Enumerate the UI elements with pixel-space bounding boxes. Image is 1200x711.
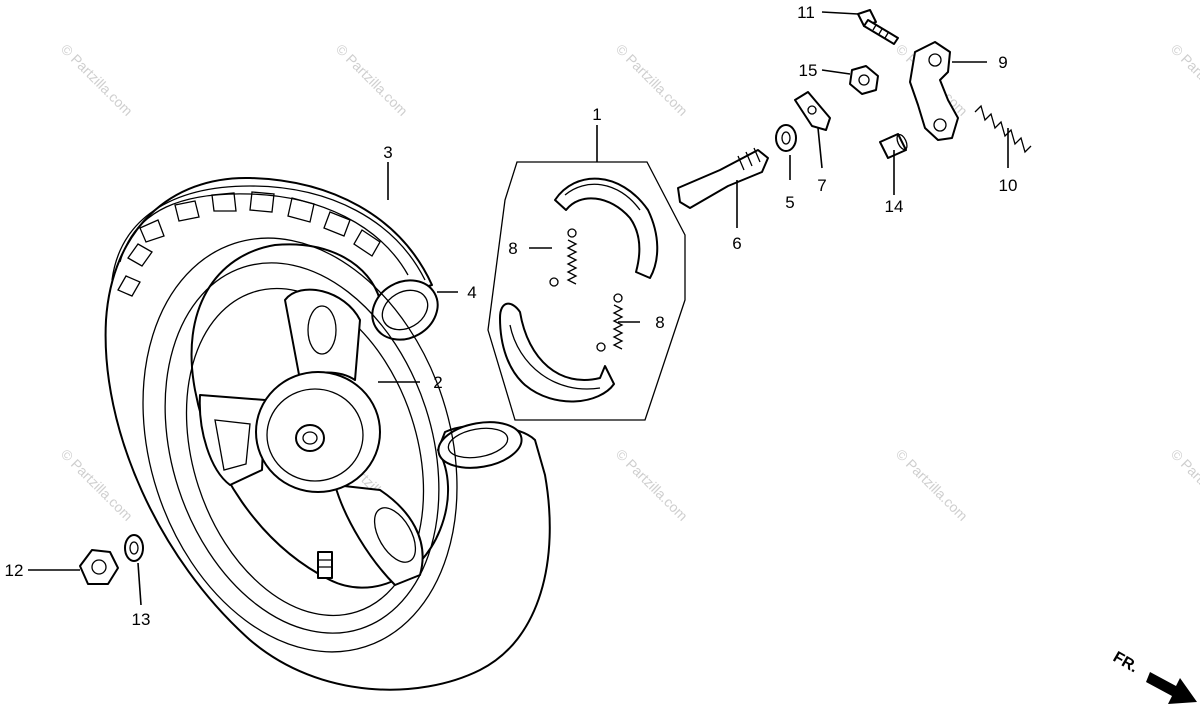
brake-shoe-set	[487, 161, 686, 421]
brake-shoe-upper	[554, 177, 659, 279]
part-label-15[interactable]: 15	[799, 61, 818, 80]
wheel-spoke	[334, 484, 424, 586]
watermark-text: © Partzilla.com	[613, 446, 691, 524]
brake-shoe-spring	[549, 228, 578, 287]
indicator-hole	[807, 105, 817, 115]
axle-bore-inner	[302, 431, 318, 445]
watermark-text: © Partzilla.com	[1168, 41, 1200, 119]
part-label-6[interactable]: 6	[732, 234, 741, 253]
joint-pin	[879, 133, 907, 159]
brake-cam-hardware	[677, 9, 1032, 209]
valve-stem	[317, 551, 333, 579]
brake-arm-bolt-hole	[928, 53, 942, 67]
axle-nut	[79, 549, 119, 585]
brake-shoe-spring	[596, 293, 624, 352]
part-labels: 1 2 3 4 5 6 7 8 8 9 10 11 12 13 14 15	[5, 3, 1018, 629]
wheel-spoke	[198, 394, 266, 486]
front-direction-label: FR.	[1110, 649, 1141, 677]
part-label-11[interactable]: 11	[797, 3, 815, 22]
leader-lines	[28, 11, 1009, 606]
brake-arm-pivot-hole	[933, 118, 947, 132]
front-arrow-icon	[1146, 672, 1197, 704]
watermark-text: © Partzilla.com	[333, 41, 411, 119]
axle-washer	[124, 534, 144, 562]
tire-tread-line	[119, 193, 409, 276]
axle-bore	[295, 424, 325, 452]
part-label-14[interactable]: 14	[885, 197, 904, 216]
part-label-10[interactable]: 10	[999, 176, 1018, 195]
brake-shoe-set-outline	[487, 161, 686, 421]
brake-shoe-lining	[509, 324, 601, 390]
tire-tread-pattern	[117, 191, 381, 297]
inner-tube-section	[381, 289, 429, 331]
part-label-8-upper[interactable]: 8	[508, 239, 517, 258]
spoke-cutout	[373, 507, 417, 563]
flange-nut-small	[849, 65, 879, 95]
rim-edge	[142, 237, 458, 653]
washer	[775, 124, 797, 152]
rim-edge	[164, 262, 440, 634]
tire-outline	[104, 176, 551, 691]
watermark-text: © Partzilla.com	[613, 41, 691, 119]
tire-tread-line	[111, 185, 426, 281]
tire-cutaway-top	[371, 279, 439, 341]
spoke-cutout	[214, 419, 251, 471]
axle-washer-hole	[129, 541, 139, 555]
part-label-2[interactable]: 2	[433, 373, 442, 392]
axle-nut-hole	[91, 559, 107, 575]
return-spring	[974, 104, 1032, 154]
watermark-text: © Partzilla.com	[58, 446, 136, 524]
watermark-text: © Partzilla.com	[893, 446, 971, 524]
brake-cam-splines	[737, 147, 761, 171]
wheel-assembly	[104, 176, 551, 691]
part-label-3[interactable]: 3	[383, 143, 392, 162]
part-label-7[interactable]: 7	[817, 176, 826, 195]
brake-shoe-lower	[499, 302, 615, 403]
part-label-5[interactable]: 5	[785, 193, 794, 212]
inner-tube-section	[447, 427, 509, 459]
brake-shoe-lining	[564, 183, 641, 211]
part-label-9[interactable]: 9	[998, 53, 1007, 72]
part-label-1[interactable]: 1	[592, 105, 601, 124]
spoke-cutout	[307, 305, 337, 355]
part-label-13[interactable]: 13	[132, 610, 151, 629]
arm-bolt-shank	[863, 19, 899, 45]
front-direction-indicator: FR.	[1110, 649, 1197, 704]
watermark-text: © Partzilla.com	[1168, 446, 1200, 524]
joint-pin-end	[896, 133, 908, 151]
arm-bolt-threads	[872, 24, 889, 39]
part-label-12[interactable]: 12	[5, 561, 24, 580]
rim-edge	[185, 287, 425, 617]
wear-indicator-plate	[794, 91, 831, 131]
brake-cam	[677, 149, 769, 209]
axle-nut-hardware	[79, 534, 144, 585]
valve-stem-threads	[318, 559, 332, 568]
nut-hole	[858, 74, 870, 86]
part-label-8-lower[interactable]: 8	[655, 313, 664, 332]
brake-arm	[909, 41, 959, 141]
washer-hole	[781, 131, 791, 145]
watermark-text: © Partzilla.com	[58, 41, 136, 119]
wheel-hub-face	[266, 388, 364, 482]
part-label-4[interactable]: 4	[467, 283, 476, 302]
wheel-spoke	[284, 288, 361, 381]
